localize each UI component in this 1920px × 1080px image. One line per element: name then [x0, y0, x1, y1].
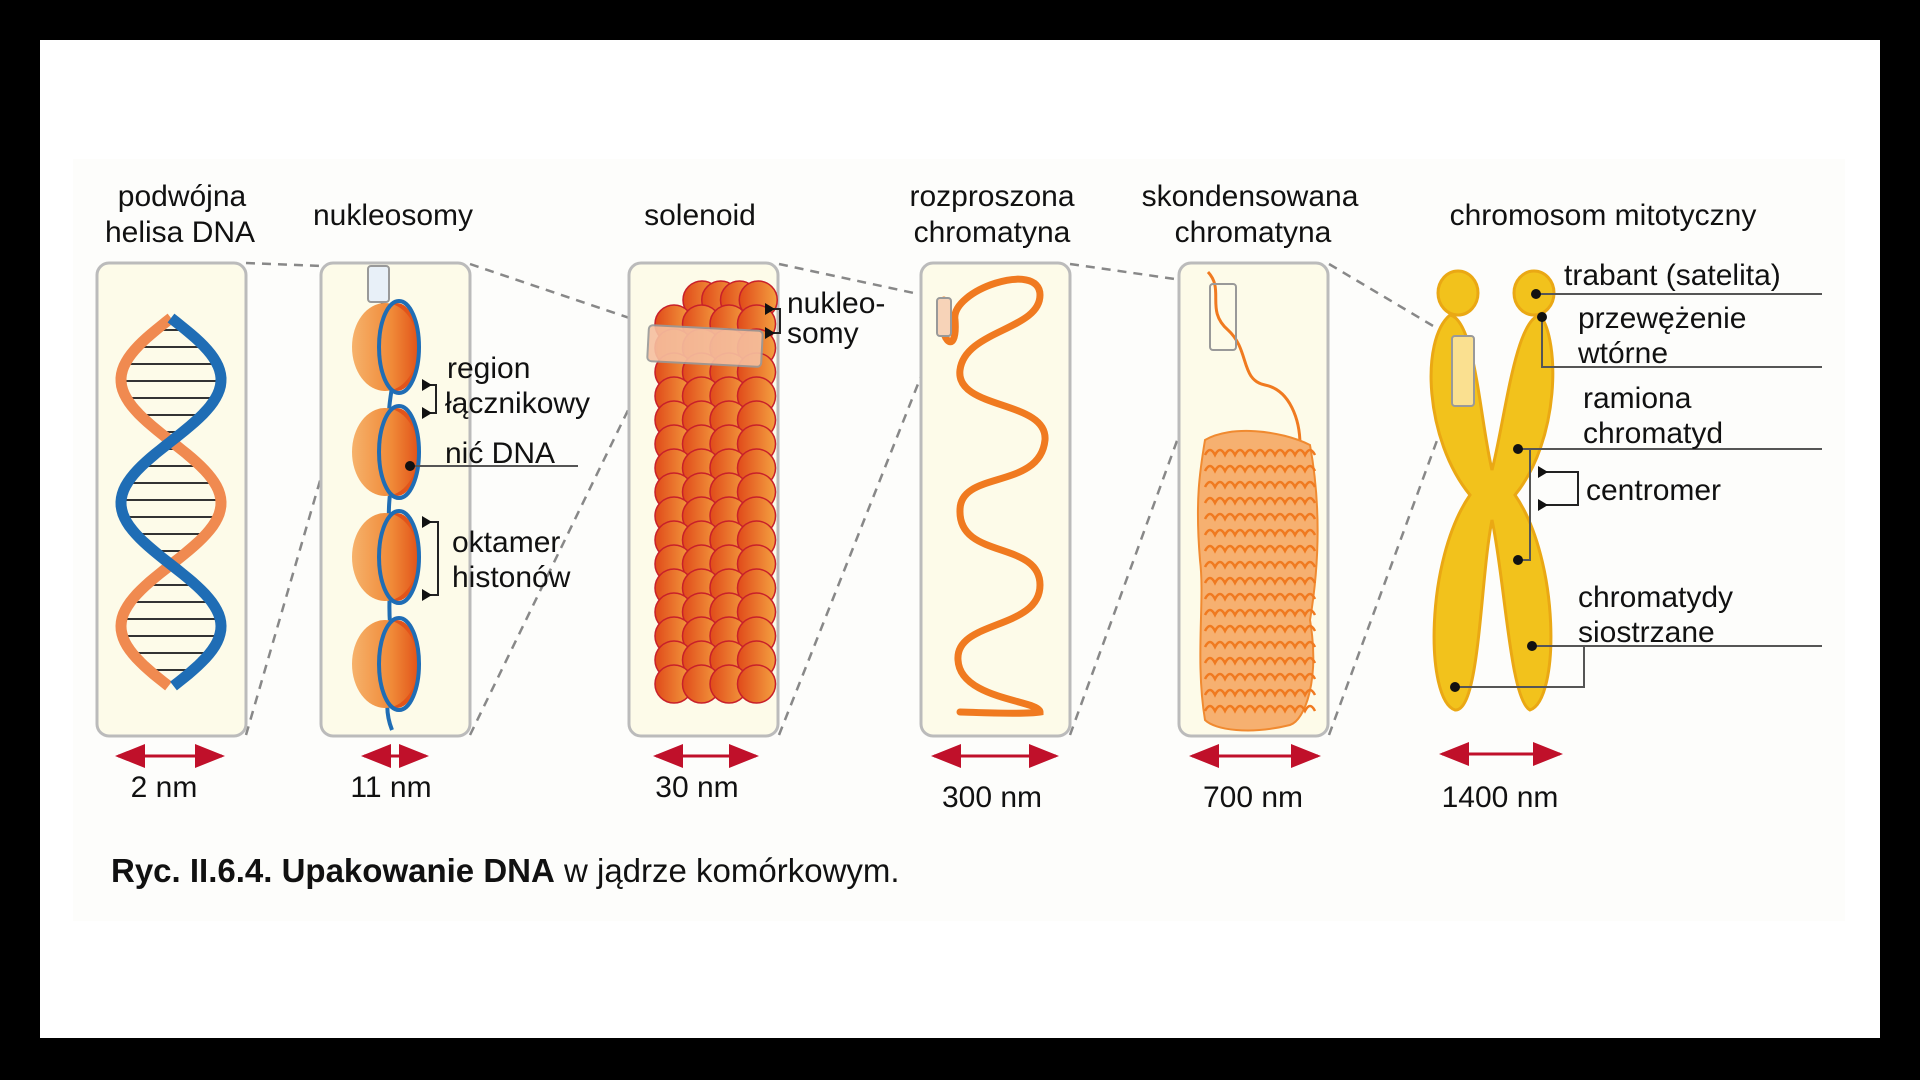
title-solenoid: solenoid: [644, 199, 756, 232]
title-condensed-chromatin-line2: chromatyna: [1175, 216, 1332, 249]
solenoid-illustration: [646, 280, 778, 704]
title-double-helix-line1: podwójna: [118, 180, 247, 213]
scale-labels: 2 nm 11 nm 30 nm 300 nm 700 nm 1400 nm: [131, 771, 1559, 814]
chromatin-loop: [1203, 688, 1317, 698]
chromosome-leader-lines: [410, 293, 1822, 688]
zoom-highlight-box: [936, 297, 952, 337]
title-condensed-chromatin-line1: skondensowana: [1142, 180, 1359, 213]
leader-dots: [405, 289, 1548, 692]
condensed-chromatin: [1196, 270, 1319, 732]
chromatin-fiber: [1206, 270, 1302, 446]
chromatin-loop: [1203, 512, 1317, 522]
scale-30nm: 30 nm: [655, 771, 738, 804]
label-dna-strand: nić DNA: [445, 437, 555, 470]
chromatin-loop: [1203, 464, 1317, 474]
label-secondary-constriction-line1: przewężenie: [1578, 302, 1746, 335]
scale-1400nm: 1400 nm: [1442, 781, 1559, 814]
chromatin-loop: [1203, 704, 1317, 714]
chromatin-loop: [1203, 544, 1317, 554]
histone-octamer: [352, 408, 418, 496]
title-double-helix-line2: helisa DNA: [105, 216, 255, 249]
label-arms-line2: chromatyd: [1583, 417, 1723, 450]
title-mitotic-chromosome: chromosom mitotyczny: [1450, 199, 1757, 232]
dna-strand-blue: [115, 313, 227, 691]
label-arms-line1: ramiona: [1583, 382, 1692, 415]
mitotic-chromosome: [1429, 269, 1556, 712]
scale-arrows: [115, 742, 1563, 768]
chromatin-loop: [1203, 528, 1317, 538]
label-octamer-line2: histonów: [452, 561, 571, 594]
label-sister-chromatids-line1: chromatydy: [1578, 581, 1733, 614]
chromatin-loop: [1203, 576, 1317, 586]
caption-rest: w jądrze komórkowym.: [554, 852, 900, 889]
chromatin-loop: [1203, 560, 1317, 570]
chromatin-loop: [1203, 656, 1317, 666]
chromatin-loop: [1203, 496, 1317, 506]
stage-titles: podwójna helisa DNA nukleosomy solenoid …: [105, 180, 1756, 249]
scale-300nm: 300 nm: [942, 781, 1042, 814]
histone-octamer: [352, 513, 418, 601]
zoom-highlight-box: [367, 265, 390, 303]
nucleosomes-illustration: [352, 265, 421, 731]
title-nucleosomes: nukleosomy: [313, 199, 473, 232]
chromatin-loop: [1203, 608, 1317, 618]
figure-caption: Ryc. II.6.4. Upakowanie DNA w jądrze kom…: [111, 852, 900, 890]
dna-wrap: [377, 509, 421, 605]
label-centromere: centromer: [1586, 474, 1721, 507]
scale-2nm: 2 nm: [131, 771, 198, 804]
label-linker-line2: łącznikowy: [445, 387, 590, 420]
label-satellite: trabant (satelita): [1564, 259, 1781, 292]
label-nucleosomes-line1: nukleo-: [787, 287, 885, 320]
scale-11nm: 11 nm: [350, 771, 431, 804]
chromatin-loop: [1203, 448, 1317, 458]
zoom-highlight-box: [646, 324, 764, 368]
loose-chromatin-fiber: [938, 275, 1049, 717]
histone-octamer: [352, 303, 418, 391]
zoom-highlight-box: [1451, 335, 1475, 407]
histone-octamer: [352, 620, 418, 708]
scale-700nm: 700 nm: [1203, 781, 1303, 814]
annotation-labels: region łącznikowy nić DNA oktamer histon…: [445, 259, 1781, 649]
chromatin-loop: [1203, 480, 1317, 490]
chromatin-loop: [1203, 672, 1317, 682]
label-secondary-constriction-line2: wtórne: [1577, 337, 1668, 370]
dna-wrap: [377, 299, 421, 395]
chromatin-loop: [1203, 640, 1317, 650]
dna-wrap: [377, 616, 421, 712]
title-loose-chromatin-line2: chromatyna: [914, 216, 1071, 249]
zoom-highlight-box: [1209, 283, 1237, 351]
dna-wrap: [377, 404, 421, 500]
caption-bold: Ryc. II.6.4. Upakowanie DNA: [111, 852, 555, 889]
title-loose-chromatin-line1: rozproszona: [909, 180, 1074, 213]
label-octamer-line1: oktamer: [452, 526, 560, 559]
label-nucleosomes-line2: somy: [787, 317, 859, 350]
stage-box-2: [319, 261, 472, 738]
label-sister-chromatids-line2: siostrzane: [1578, 616, 1715, 649]
chromatin-loop: [1203, 592, 1317, 602]
chromatin-loop: [1203, 624, 1317, 634]
dna-strand-orange: [115, 313, 227, 691]
label-linker-line1: region: [447, 352, 530, 385]
dna-double-helix: [115, 313, 227, 691]
nucleosome-bead: [736, 664, 777, 704]
